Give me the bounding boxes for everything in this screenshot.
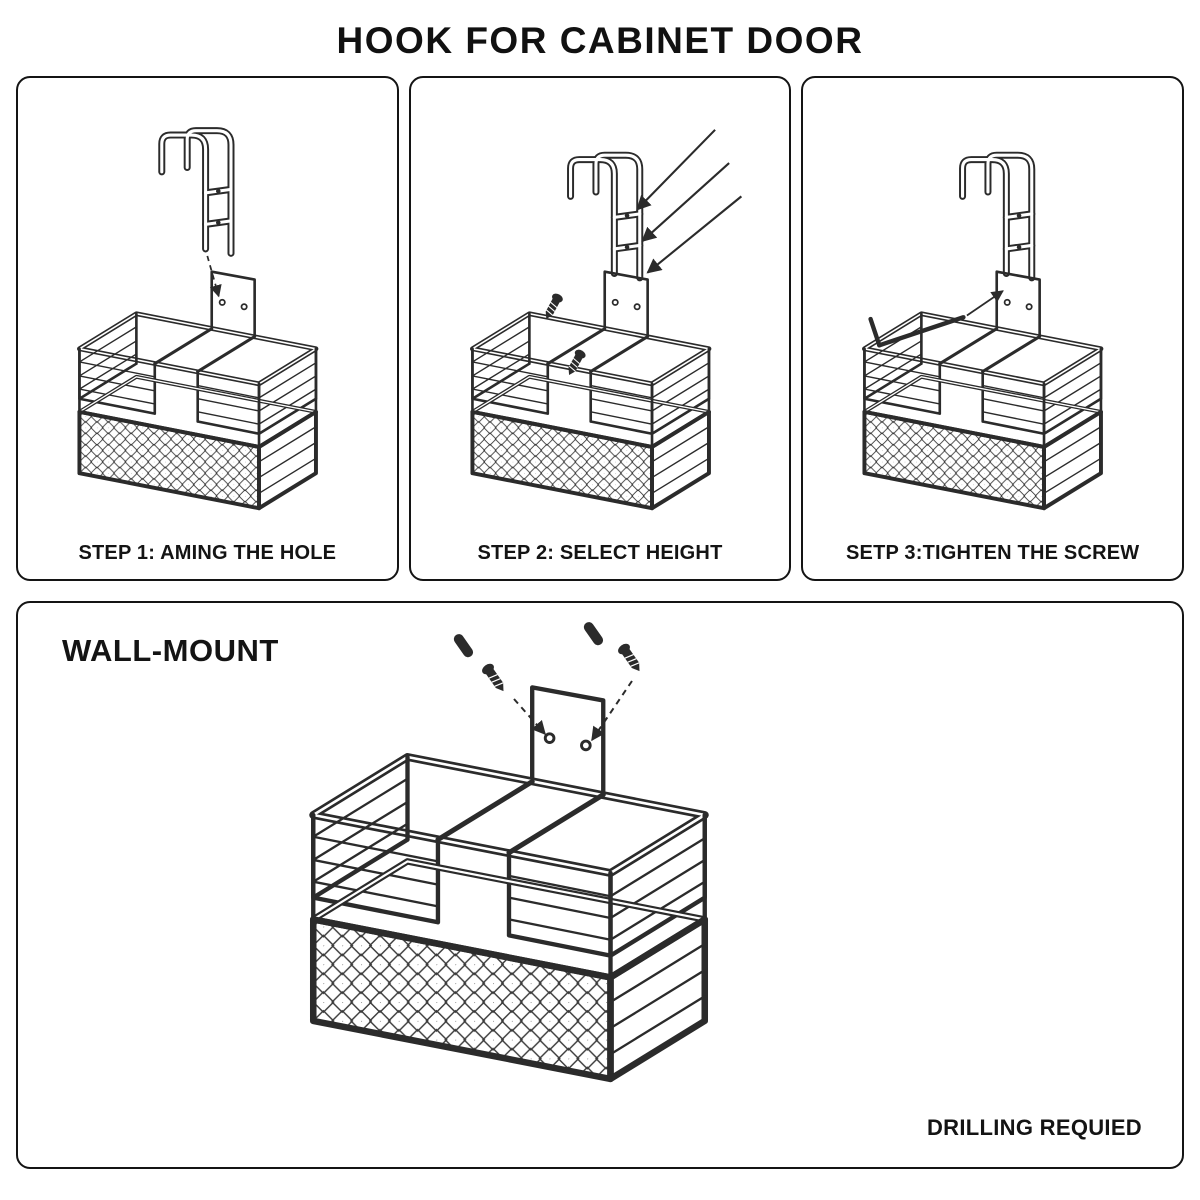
wall-mount-label: WALL-MOUNT bbox=[62, 633, 279, 668]
utensil-caddy-icon bbox=[313, 687, 705, 1079]
panel-step-2: STEP 2: SELECT HEIGHT bbox=[408, 76, 792, 581]
steps-row: STEP 1: AMING THE HOLE STEP 2: SELECT HE… bbox=[16, 76, 1185, 581]
page-title: HOOK FOR CABINET DOOR bbox=[336, 20, 864, 61]
step-1-caption: STEP 1: AMING THE HOLE bbox=[78, 542, 337, 564]
height-select-arrows-icon bbox=[635, 129, 742, 274]
over-door-hook-icon bbox=[570, 155, 639, 278]
wall-mount-illustration bbox=[18, 620, 1182, 1167]
drill-guide-arrow-icon bbox=[513, 698, 546, 736]
tighten-arrow-icon bbox=[966, 290, 1005, 317]
step-3-illustration bbox=[803, 86, 1182, 524]
over-door-hook-icon bbox=[963, 155, 1032, 278]
panel-step-3: SETP 3:TIGHTEN THE SCREW bbox=[801, 76, 1185, 581]
drill-guide-arrow-icon bbox=[591, 680, 633, 742]
wall-anchor-icon bbox=[581, 620, 606, 648]
step-1-illustration bbox=[18, 86, 397, 524]
step-3-caption: SETP 3:TIGHTEN THE SCREW bbox=[846, 542, 1140, 564]
alignment-arrow-icon bbox=[206, 255, 222, 298]
screw-icon bbox=[615, 640, 646, 676]
panel-wall-mount: WALL-MOUNT DRILLING REQUIED bbox=[16, 601, 1184, 1169]
utensil-caddy-icon bbox=[865, 272, 1102, 509]
hex-key-icon bbox=[868, 315, 966, 348]
over-door-hook-icon bbox=[162, 131, 231, 254]
step-2-caption: STEP 2: SELECT HEIGHT bbox=[477, 542, 723, 564]
utensil-caddy-icon bbox=[472, 272, 709, 509]
drilling-note: DRILLING REQUIED bbox=[926, 1115, 1142, 1140]
utensil-caddy-icon bbox=[79, 272, 316, 509]
screw-icon bbox=[479, 660, 510, 696]
wall-anchor-icon bbox=[451, 632, 476, 660]
step-2-illustration bbox=[411, 129, 742, 524]
panel-step-1: STEP 1: AMING THE HOLE bbox=[16, 76, 399, 581]
